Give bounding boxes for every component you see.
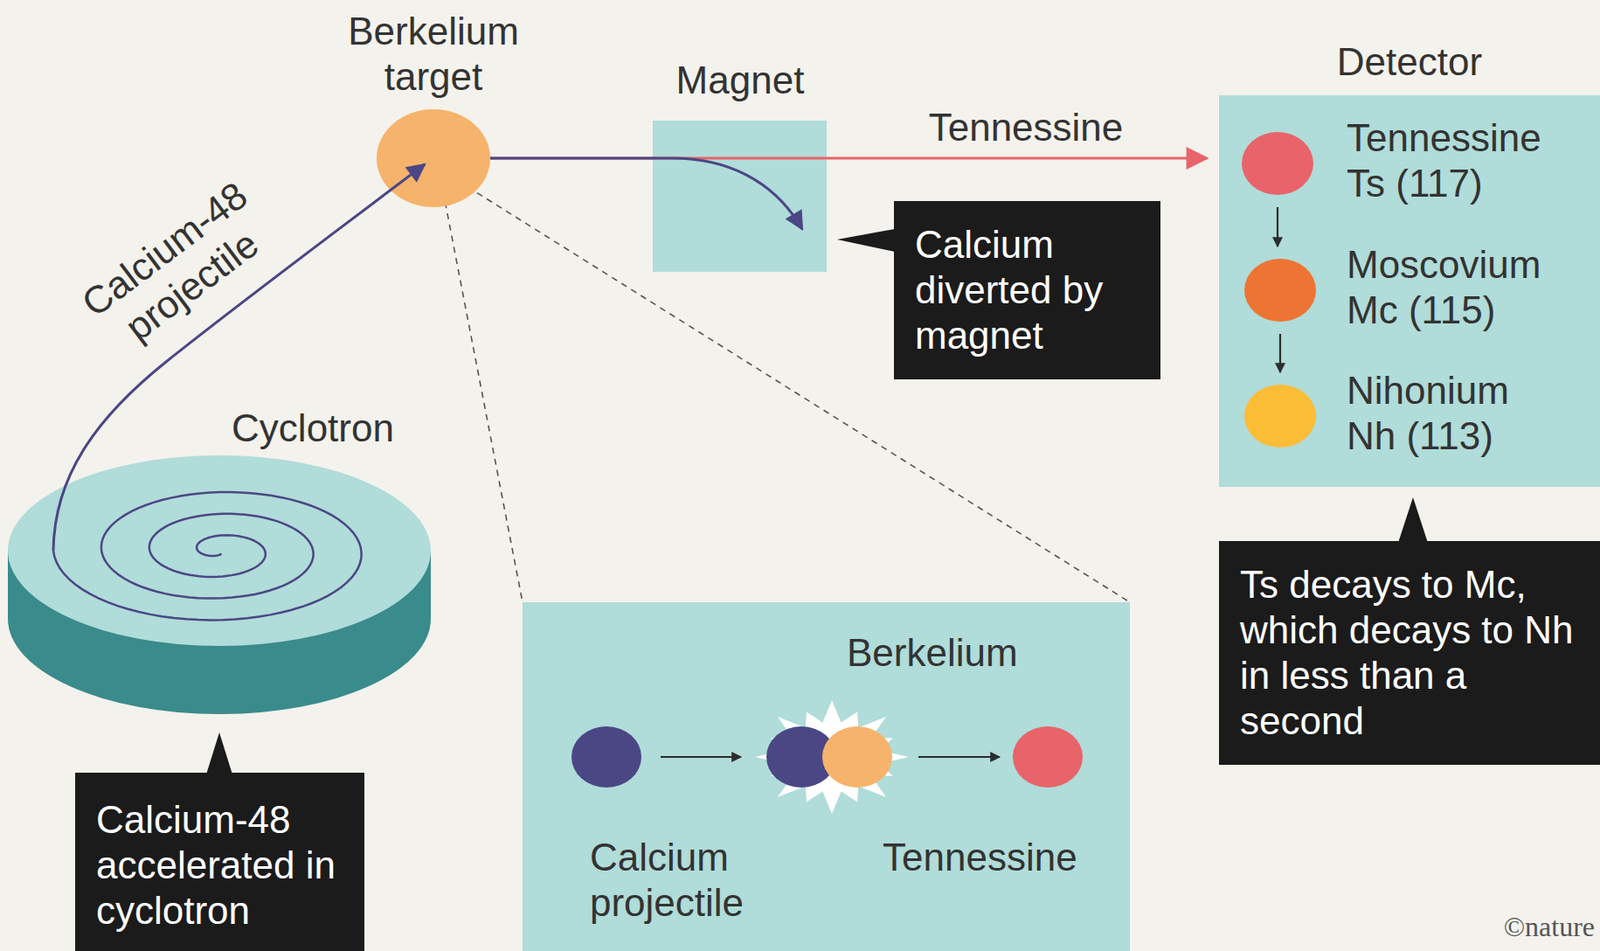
cyclotron-spiral	[53, 491, 362, 620]
particle	[1244, 258, 1317, 322]
edge-label: Tennessine	[925, 104, 1128, 151]
detector-box-fill	[1219, 95, 1600, 487]
magnet-box-fill	[652, 120, 827, 272]
callout-text: Calcium-48 accelerated in cyclotron	[96, 796, 344, 934]
node-label: Detector	[1219, 39, 1600, 85]
detector-box: DetectorTennessine Ts (117)Moscovium Mc …	[1219, 95, 1600, 487]
tennessine-circle-shape	[1012, 726, 1083, 788]
callout-pointer	[837, 228, 895, 252]
node-label: Calcium projectile	[589, 834, 774, 926]
callout-box: Calcium-48 accelerated in cyclotron	[75, 772, 365, 951]
inset-panel-fill	[522, 602, 1130, 951]
berkelium-particle	[822, 726, 893, 788]
cyclotron-top	[7, 455, 431, 646]
connector-arrow	[1276, 207, 1279, 247]
element-circle-shape	[1244, 258, 1317, 322]
inset-panel-fill	[522, 602, 1130, 951]
callout-text: Calcium diverted by magnet	[914, 221, 1140, 359]
tennessine-circle: Tennessine	[1012, 726, 1083, 788]
callout-text: Ts decays to Mc, which decays to Nh in l…	[1239, 561, 1580, 744]
cyclotron	[7, 455, 431, 714]
element-circle: Tennessine Ts (117)	[1241, 131, 1314, 195]
credit-watermark: ©nature	[1476, 908, 1595, 944]
node-label: Magnet	[626, 57, 854, 104]
element-circle: Nihonium Nh (113)	[1244, 384, 1317, 448]
particle	[571, 726, 642, 788]
calcium-beam	[490, 158, 803, 229]
element-circle: Moscovium Mc (115)	[1244, 258, 1317, 322]
part-label: Cyclotron	[203, 405, 423, 451]
target-circle: Berkelium target	[376, 109, 491, 208]
element-circle-shape	[1244, 384, 1317, 448]
connector-arrow	[660, 755, 742, 758]
magnet-box-fill	[652, 120, 827, 272]
callout-box: Calcium diverted by magnet	[893, 200, 1161, 380]
callout-pointer	[1398, 497, 1428, 543]
particle	[1012, 726, 1083, 788]
node-label: Berkelium	[846, 630, 1057, 676]
particle	[1244, 384, 1317, 448]
node-label: Nihonium Nh (113)	[1346, 367, 1566, 459]
element-circle-shape	[1241, 131, 1314, 195]
connector-arrow	[1279, 333, 1282, 373]
node-label: Tennessine	[882, 834, 1093, 880]
connector-arrow	[918, 755, 1000, 758]
inset-panel: Calcium projectileBerkeliumTennessine	[522, 602, 1130, 951]
node-label: Tennessine Ts (117)	[1346, 115, 1566, 207]
callout-box: Ts decays to Mc, which decays to Nh in l…	[1219, 540, 1600, 765]
calcium-circle-shape	[571, 726, 642, 788]
particle	[1241, 131, 1314, 195]
fusion-circles-shape	[753, 699, 911, 815]
calcium-circle: Calcium projectile	[571, 726, 642, 788]
target-circle-fill	[376, 109, 491, 208]
target-circle-fill	[376, 109, 491, 208]
fusion-burst	[754, 699, 909, 814]
beam-label: Calcium-48 projectile	[60, 162, 297, 373]
node-label: Berkelium target	[319, 8, 548, 100]
node-label: Moscovium Mc (115)	[1346, 242, 1566, 333]
detector-box-fill	[1219, 95, 1600, 487]
fusion-circles: Berkelium	[753, 699, 911, 815]
callout-pointer	[206, 732, 233, 775]
magnet-box: Magnet	[652, 120, 827, 272]
zoom-line	[438, 168, 523, 603]
